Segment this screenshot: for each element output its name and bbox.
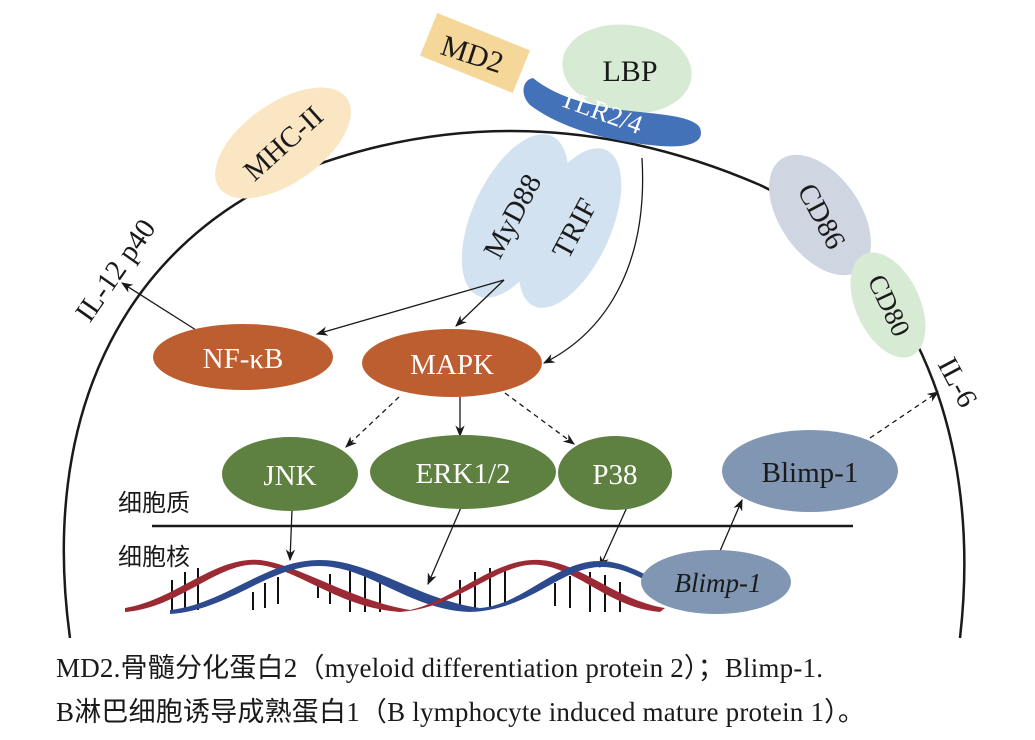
cell-membrane: [62, 129, 966, 639]
caption-line-1: MD2.骨髓分化蛋白2（myeloid differentiation prot…: [56, 653, 824, 683]
erk-node: ERK1/2: [370, 435, 556, 509]
jnk-label: JNK: [263, 460, 316, 492]
caption-line-2: B淋巴细胞诱导成熟蛋白1（B lymphocyte induced mature…: [56, 697, 866, 727]
mhc-ii-node: MHC-II: [215, 87, 351, 199]
nfkb-label: NF-κB: [203, 343, 284, 375]
trif-shape: [518, 148, 622, 308]
blimp-protein-node: Blimp-1: [722, 430, 898, 512]
dna-helix: [125, 559, 725, 614]
arrow-mapk-to-p38: [504, 392, 575, 445]
blimp-gene-label: Blimp-1: [675, 568, 762, 598]
myd88-shape: [461, 134, 569, 298]
il6-label: IL-6: [931, 352, 983, 413]
arrow-nfkb-to-il12: [121, 282, 197, 331]
md2-shape: [420, 12, 530, 94]
erk-shape: [370, 435, 556, 509]
lbp-label: LBP: [602, 55, 657, 88]
blimp-gene-node: Blimp-1: [641, 550, 791, 614]
il12-p40-label: IL-12 p40: [69, 214, 162, 328]
cd80-shape: [850, 252, 926, 358]
dna-strand-blue-2: [470, 561, 725, 612]
erk-label: ERK1/2: [415, 458, 510, 490]
arrow-blimp-to-il6: [869, 391, 939, 439]
nucleus-label: 细胞核: [118, 543, 190, 571]
md2-node: MD2: [420, 12, 530, 94]
arrow-trif-to-mapk: [542, 157, 644, 364]
p38-shape: [558, 436, 672, 510]
lbp-shape: [562, 24, 692, 114]
jnk-node: JNK: [222, 437, 358, 511]
dna-strand-red-2: [400, 559, 665, 612]
tlr-shape: [523, 78, 701, 147]
trif-node: TRIF: [518, 148, 622, 308]
p38-node: P38: [558, 436, 672, 510]
arrow-myd88-to-mapk: [455, 279, 505, 327]
arrow-mapk-to-jnk: [345, 396, 400, 448]
p38-label: P38: [592, 459, 637, 491]
arrow-erk-to-dna: [427, 502, 464, 586]
mhc-ii-shape: [215, 87, 351, 199]
blimp-gene-shape: [641, 550, 791, 614]
cd86-shape: [769, 154, 871, 276]
cytoplasm-label: 细胞质: [118, 489, 190, 517]
arrow-jnk-to-dna: [285, 509, 296, 562]
blimp-protein-label: Blimp-1: [762, 457, 859, 489]
mapk-shape: [362, 329, 542, 397]
lbp-node: LBP: [562, 24, 692, 114]
cd80-node: CD80: [850, 252, 926, 358]
mapk-label: MAPK: [410, 349, 494, 381]
jnk-shape: [222, 437, 358, 511]
arrow-p38-to-dna: [599, 504, 629, 569]
nfkb-node: NF-κB: [153, 324, 333, 390]
arrows: [121, 157, 939, 586]
dna-strand-blue-1: [170, 560, 480, 614]
pathway-diagram: MHC-II MD2 LBP TLR2/4 MyD88 TRIF CD86 CD…: [62, 12, 983, 639]
arrow-blimp-gene-to-protein: [716, 498, 743, 559]
cd86-node: CD86: [769, 154, 871, 276]
dna-strand-red-1: [125, 559, 410, 612]
blimp-protein-shape: [722, 430, 898, 512]
mapk-node: MAPK: [362, 329, 542, 397]
nfkb-shape: [153, 324, 333, 390]
arrow-myd88-to-nfkb: [315, 279, 505, 336]
